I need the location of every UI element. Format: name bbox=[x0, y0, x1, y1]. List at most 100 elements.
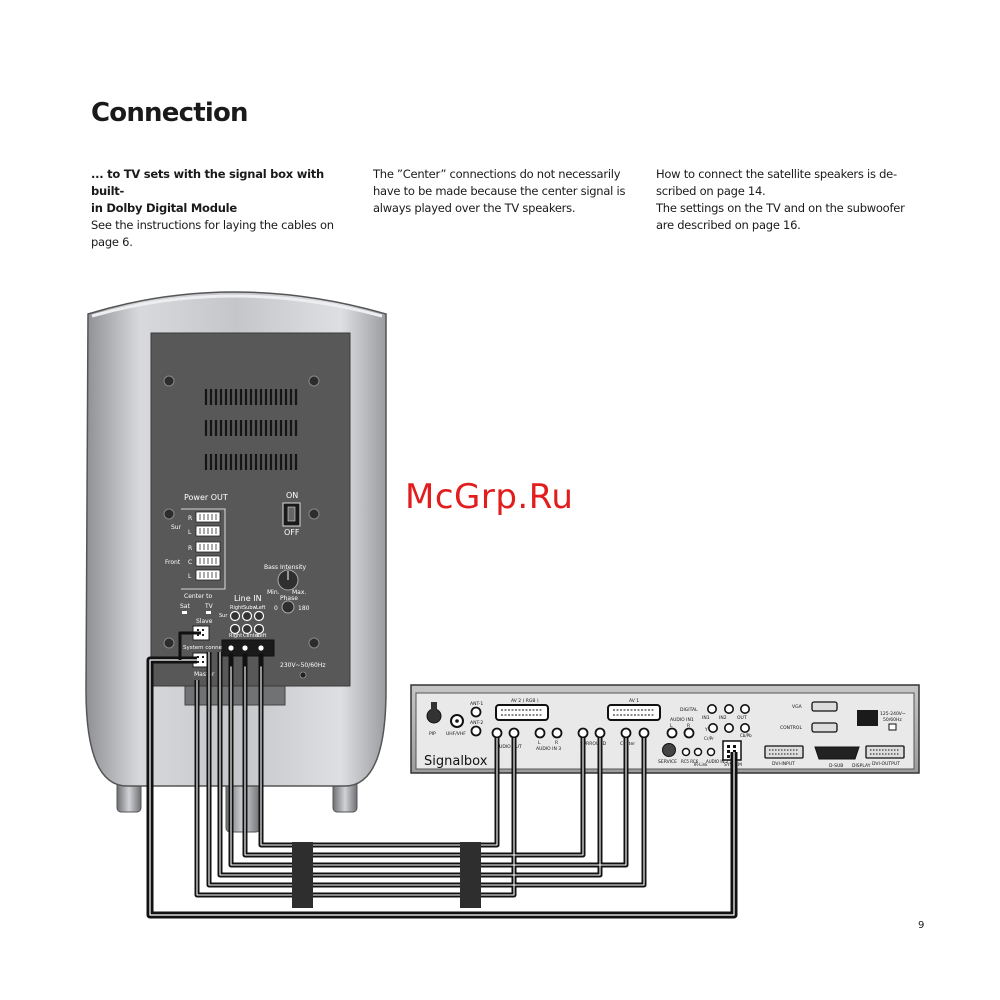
av2-scart-socket[interactable] bbox=[495, 704, 549, 721]
speaker-terminals[interactable] bbox=[181, 508, 226, 590]
audio-out-r-socket[interactable] bbox=[508, 727, 520, 739]
surround-l-socket[interactable] bbox=[577, 727, 589, 739]
surround-label: SURROUND bbox=[580, 741, 607, 747]
screw-icon bbox=[308, 637, 320, 649]
component-cb-socket[interactable] bbox=[739, 722, 750, 733]
vga-port[interactable] bbox=[811, 701, 838, 712]
master-label: Master bbox=[194, 671, 215, 678]
system-cable-link bbox=[178, 631, 201, 660]
center-r-socket[interactable] bbox=[638, 727, 650, 739]
ir-link-socket[interactable] bbox=[693, 747, 703, 757]
d-sub-label: D-SUB bbox=[829, 763, 843, 769]
subwoofer-cable-block bbox=[221, 639, 275, 657]
service-socket[interactable] bbox=[662, 743, 676, 757]
component-cr-label: Cr/Pr bbox=[704, 736, 714, 741]
digital-out-label: OUT bbox=[737, 715, 747, 721]
audio-in3-l-socket[interactable] bbox=[534, 727, 546, 739]
screw-icon bbox=[163, 375, 175, 387]
av2-rgb-label: AV 2 ( RGB ) bbox=[511, 698, 539, 704]
power-switch-rocker bbox=[287, 506, 296, 522]
audio-in1-l-label: L bbox=[670, 723, 673, 729]
digital-label: DIGITAL bbox=[680, 707, 698, 713]
terminal-label-r: R bbox=[188, 545, 192, 552]
column3-line-4: are described on page 16. bbox=[656, 218, 801, 232]
power-frequency-label: 50/60Hz bbox=[883, 717, 902, 723]
dvi-output-port[interactable] bbox=[865, 745, 905, 759]
component-cb-label: Cb/Pb bbox=[740, 733, 752, 738]
ant1-socket[interactable] bbox=[470, 706, 482, 718]
line-in-right-label: Right bbox=[230, 605, 243, 611]
audio-out-l-socket[interactable] bbox=[491, 727, 503, 739]
line-in-front-right-socket[interactable] bbox=[229, 623, 241, 635]
cables bbox=[146, 631, 738, 919]
terminal-label-c: C bbox=[188, 559, 192, 566]
dvi-output-label: DVI-OUTPUT bbox=[872, 761, 900, 767]
uhf-vhf-label: UHF/VHF bbox=[446, 731, 466, 737]
tv-label: TV bbox=[204, 603, 214, 610]
audio-out-label: AUDIO OUT bbox=[496, 744, 522, 750]
panel-screws bbox=[163, 375, 320, 649]
ant2-label: ANT-2 bbox=[470, 720, 483, 726]
phase-180-label: 180 bbox=[298, 605, 310, 612]
line-in-front-right-label: Right bbox=[229, 633, 242, 639]
pip-connector bbox=[431, 702, 437, 712]
bass-intensity-label: Bass Intensity bbox=[264, 564, 307, 571]
phase-0-label: 0 bbox=[274, 605, 278, 612]
line-in-sur-subw-socket[interactable] bbox=[241, 610, 253, 622]
control-port[interactable] bbox=[811, 722, 838, 733]
cable-sleeve-left bbox=[292, 842, 313, 908]
audio-in1-l-socket[interactable] bbox=[666, 727, 678, 739]
line-in-sur-right-socket[interactable] bbox=[229, 610, 241, 622]
dvi-input-port[interactable] bbox=[764, 745, 804, 759]
line-in-center-label: Center bbox=[243, 633, 261, 639]
screw-icon bbox=[308, 375, 320, 387]
on-label: ON bbox=[286, 491, 298, 500]
audio-in3-r-socket[interactable] bbox=[551, 727, 563, 739]
audio-in1-label: AUDIO IN1 bbox=[670, 717, 694, 723]
digital-in1-socket[interactable] bbox=[706, 703, 717, 714]
center-l-socket[interactable] bbox=[620, 727, 632, 739]
audio-in3-label: AUDIO IN 3 bbox=[536, 746, 561, 752]
av1-scart-socket[interactable] bbox=[607, 704, 661, 721]
digital-in1-label: IN1 bbox=[702, 715, 710, 721]
ant2-socket[interactable] bbox=[470, 725, 482, 737]
phase-switch[interactable] bbox=[281, 600, 295, 614]
d-sub-port[interactable] bbox=[814, 746, 860, 760]
cable-sleeve-right bbox=[460, 842, 481, 908]
rc5-rc6-socket[interactable] bbox=[681, 747, 691, 757]
sur-label: Sur bbox=[171, 524, 182, 531]
page-heading: Connection bbox=[91, 98, 249, 128]
center-switch-sat[interactable] bbox=[182, 611, 187, 614]
audio-in3-l-label: L bbox=[538, 740, 541, 746]
subwoofer: Power OUT R L Sur R C L Front ON OFF Bas… bbox=[85, 291, 387, 833]
audio-in2-socket[interactable] bbox=[706, 747, 716, 757]
surround-r-socket[interactable] bbox=[594, 727, 606, 739]
power-switch-signalbox[interactable] bbox=[857, 710, 878, 726]
component-cr-socket[interactable] bbox=[723, 722, 734, 733]
digital-out-socket[interactable] bbox=[739, 703, 750, 714]
min-label: Min. bbox=[267, 589, 280, 596]
vent-grille-top bbox=[204, 389, 298, 405]
mains-rating-label: 230V~50/60Hz bbox=[280, 662, 326, 669]
line-in-front-left-socket[interactable] bbox=[253, 623, 265, 635]
component-y-socket[interactable] bbox=[707, 722, 718, 733]
line-in-front-left-label: Left bbox=[257, 633, 266, 639]
column1-bold-line-2: in Dolby Digital Module bbox=[91, 201, 237, 215]
ant1-label: ANT-1 bbox=[470, 701, 483, 707]
power-rating-label: 125-240V~ bbox=[880, 711, 906, 717]
audio-in2-label: AUDIO IN 2 bbox=[706, 759, 729, 764]
service-label: SERVICE bbox=[658, 759, 677, 765]
line-in-sur-left-socket[interactable] bbox=[253, 610, 265, 622]
audio-in1-r-socket[interactable] bbox=[683, 727, 695, 739]
line-in-sockets[interactable] bbox=[229, 610, 265, 635]
signalbox: Signalbox PIP UHF/VHF ANT-1 ANT-2 AV 2 (… bbox=[410, 684, 920, 774]
ir-link-label: IR-Link bbox=[694, 762, 708, 767]
watermark: McGrp.Ru bbox=[405, 477, 574, 517]
system-connector-label: System connector bbox=[183, 645, 234, 651]
center-switch-tv[interactable] bbox=[206, 611, 211, 614]
display-label: DISPLAY bbox=[852, 763, 871, 769]
plug-icon bbox=[228, 645, 234, 651]
digital-in2-socket[interactable] bbox=[723, 703, 734, 714]
column2-line-1: The ”Center” connections do not necessar… bbox=[373, 167, 621, 181]
line-in-center-socket[interactable] bbox=[241, 623, 253, 635]
